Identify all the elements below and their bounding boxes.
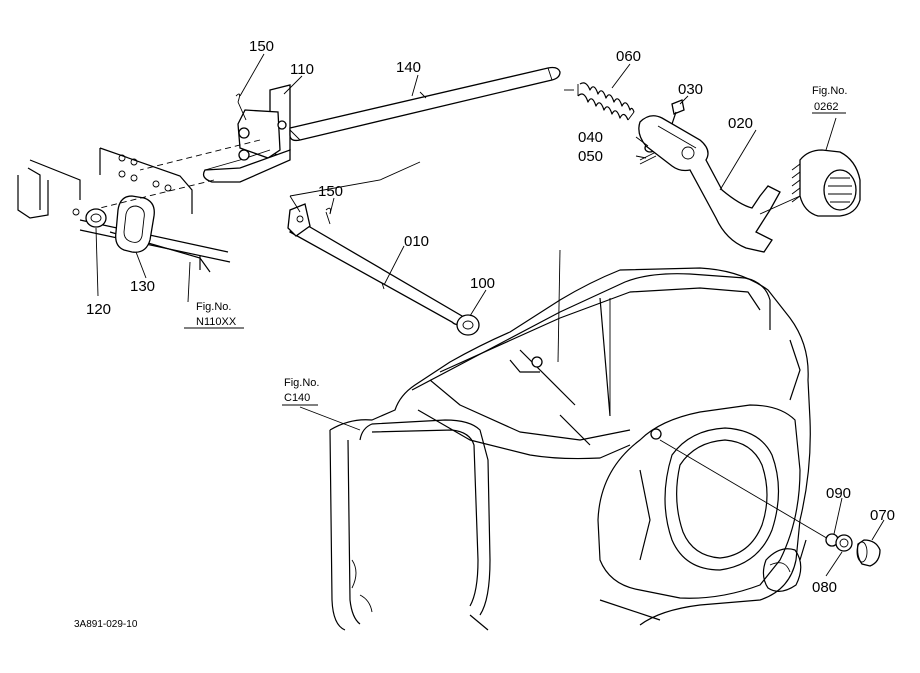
callout-labels: 150 110 140 060 030 040 050 020 150 010 … <box>86 38 895 596</box>
gear-hub-0262 <box>791 149 861 217</box>
link-plate-130 <box>115 195 155 253</box>
rod-140 <box>289 66 561 142</box>
callout-110: 110 <box>290 61 314 78</box>
spring-060 <box>577 82 635 121</box>
fork-lever-020 <box>638 115 781 253</box>
callout-040: 040 <box>578 129 603 146</box>
left-bracket-assembly <box>17 147 231 273</box>
callout-150-lower: 150 <box>318 183 343 200</box>
fig-0262-label: Fig.No. <box>812 85 847 97</box>
callout-030: 030 <box>678 81 703 98</box>
case-boss-top <box>531 356 543 368</box>
callout-120: 120 <box>86 301 111 318</box>
callout-070: 070 <box>870 507 895 524</box>
plug-070 <box>856 539 881 567</box>
callout-050: 050 <box>578 148 603 165</box>
callout-150-upper: 150 <box>249 38 274 55</box>
shaft-010 <box>287 203 465 326</box>
callout-090: 090 <box>826 485 851 502</box>
case-boss-right <box>650 428 662 440</box>
drawing-code: 3A891-029-10 <box>74 619 138 630</box>
callout-060: 060 <box>616 48 641 65</box>
leader-lines <box>95 53 885 577</box>
callout-100: 100 <box>470 275 495 292</box>
callout-140: 140 <box>396 59 421 76</box>
figure-ref-0262: Fig.No. 0262 <box>812 85 847 114</box>
callout-010: 010 <box>404 233 429 250</box>
fig-n110xx-number: N110XX <box>196 316 237 328</box>
pin-050 <box>639 151 657 165</box>
fig-0262-number: 0262 <box>814 101 838 113</box>
callout-020: 020 <box>728 115 753 132</box>
figure-ref-c140: Fig.No. C140 <box>282 377 319 406</box>
lever-bracket-110 <box>202 84 291 183</box>
callout-080: 080 <box>812 579 837 596</box>
fig-c140-label: Fig.No. <box>284 377 319 389</box>
fig-n110xx-label: Fig.No. <box>196 301 231 313</box>
fig-c140-number: C140 <box>284 392 310 404</box>
washer-080 <box>835 534 853 552</box>
callout-130: 130 <box>130 278 155 295</box>
figure-ref-n110xx: Fig.No. N110XX <box>184 301 244 329</box>
transmission-case <box>329 267 811 631</box>
washer-120 <box>85 208 107 228</box>
bushing-100 <box>456 314 480 336</box>
